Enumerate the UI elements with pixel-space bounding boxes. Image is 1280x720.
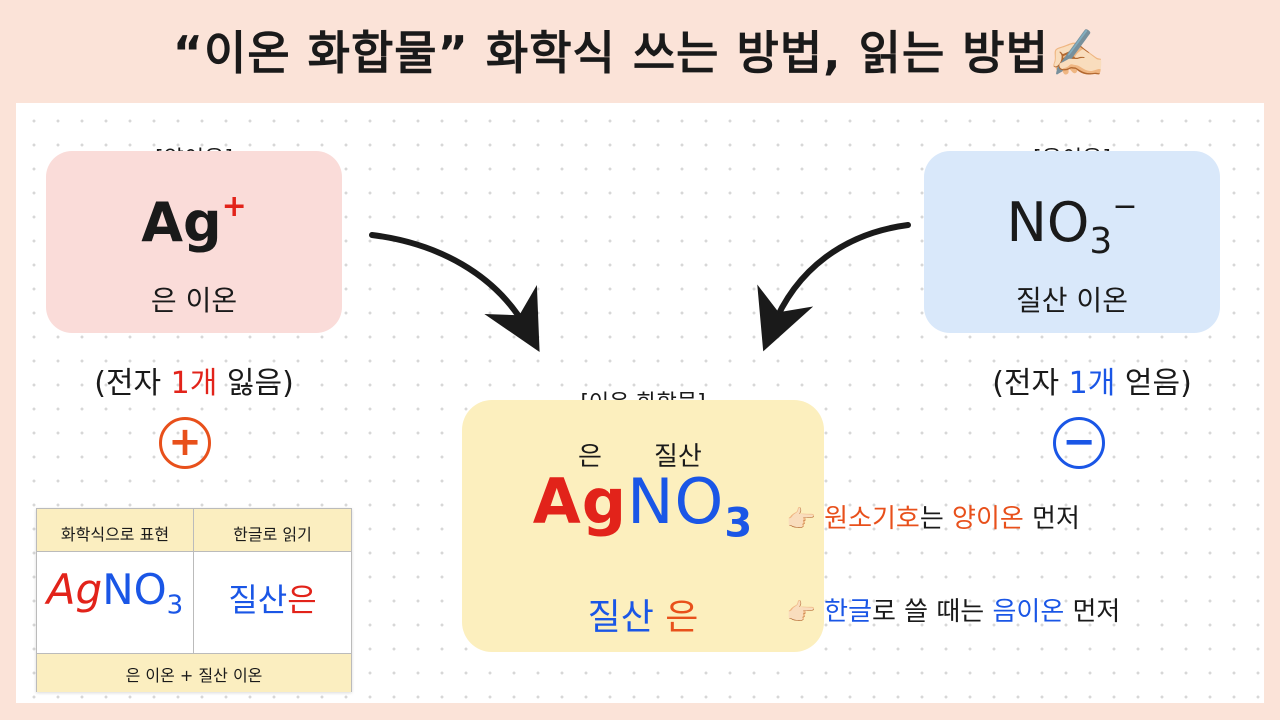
anion-formula: NO3− (924, 189, 1220, 262)
page-title: “이온 화합물” 화학식 쓰는 방법, 읽는 방법✍🏻 (172, 26, 1108, 80)
table-header-left: 화학식으로 표현 (60, 525, 170, 544)
left-curved-arrow-icon (369, 232, 540, 353)
rule-text: 로 쓸 때는 (872, 597, 993, 627)
rule-highlight: 원소기호 (824, 504, 920, 534)
minus-sign-icon: − (1053, 417, 1105, 469)
compound-reading-top-right: 질산 (654, 442, 702, 472)
cation-formula: Ag+ (46, 189, 342, 254)
table-footer-bg (37, 653, 351, 692)
compound-reading-bottom-right: 은 (665, 597, 699, 638)
electron-suffix: 잃음) (217, 366, 294, 401)
rule-highlight: 음이온 (992, 597, 1065, 627)
table-header-right: 한글로 읽기 (233, 525, 312, 544)
electron-suffix: 얻음) (1115, 366, 1192, 401)
compound-formula: AgNO3 (462, 465, 824, 546)
rule-text: 먼저 (1064, 597, 1121, 627)
compound-card: 은 질산 AgNO3 질산 은 (462, 400, 824, 652)
compound-reading-top-left: 은 (578, 442, 602, 472)
cation-card: Ag+ 은 이온 (46, 151, 342, 333)
electron-count: 1개 (170, 366, 218, 401)
anion-subscript: 3 (1089, 220, 1113, 262)
compound-reading-bottom-left: 질산 (587, 597, 654, 638)
electron-prefix: (전자 (992, 366, 1069, 401)
cation-name: 은 이온 (150, 284, 238, 317)
rule-highlight: 한글 (824, 597, 872, 627)
pointing-hand-icon: 👉🏻 (786, 598, 816, 626)
table-formula: AgNO3 (37, 565, 193, 620)
cation-electron-note: (전자 1개 잃음) (46, 358, 342, 402)
anion-card: NO3− 질산 이온 (924, 151, 1220, 333)
plus-sign-icon: + (159, 417, 211, 469)
anion-charge: − (1112, 189, 1138, 224)
table-reading-cation: 은 (287, 581, 317, 619)
anion-symbol: NO (1006, 191, 1090, 254)
table-formula-subscript: 3 (166, 590, 184, 621)
worksheet-board: [양이온] Ag+ 은 이온 (전자 1개 잃음) + [음이온] NO3− 질… (16, 103, 1264, 703)
rule-text: 는 (919, 504, 953, 534)
rule-korean-order: 👉🏻 한글로 쓸 때는 음이온 먼저 (786, 591, 1120, 628)
electron-count: 1개 (1068, 366, 1116, 401)
table-reading-anion: 질산 (228, 581, 288, 619)
table-divider (193, 509, 194, 653)
rule-highlight: 양이온 (952, 504, 1024, 534)
rule-symbol-order: 👉🏻 원소기호는 양이온 먼저 (786, 498, 1080, 535)
table-formula-cation: Ag (46, 565, 103, 614)
anion-electron-note: (전자 1개 얻음) (944, 358, 1240, 402)
table-footer: 은 이온 + 질산 이온 (125, 666, 263, 685)
table-formula-anion: NO (102, 565, 167, 614)
compound-anion-symbol: NO (627, 465, 725, 538)
table-reading: 질산은 (194, 575, 351, 621)
compound-subscript: 3 (724, 500, 754, 547)
compound-reading-bottom: 질산 은 (462, 588, 824, 640)
summary-table: 화학식으로 표현 한글로 읽기 AgNO3 질산은 은 이온 + 질산 이온 (36, 508, 352, 692)
pointing-hand-icon: 👉🏻 (786, 505, 816, 533)
rule-text: 먼저 (1023, 504, 1080, 534)
cation-symbol: Ag (141, 191, 222, 254)
table-header (37, 509, 351, 552)
cation-charge: + (221, 189, 247, 224)
right-curved-arrow-icon (757, 222, 911, 352)
compound-cation-symbol: Ag (532, 465, 628, 538)
anion-name: 질산 이온 (1016, 284, 1128, 317)
electron-prefix: (전자 (94, 366, 171, 401)
